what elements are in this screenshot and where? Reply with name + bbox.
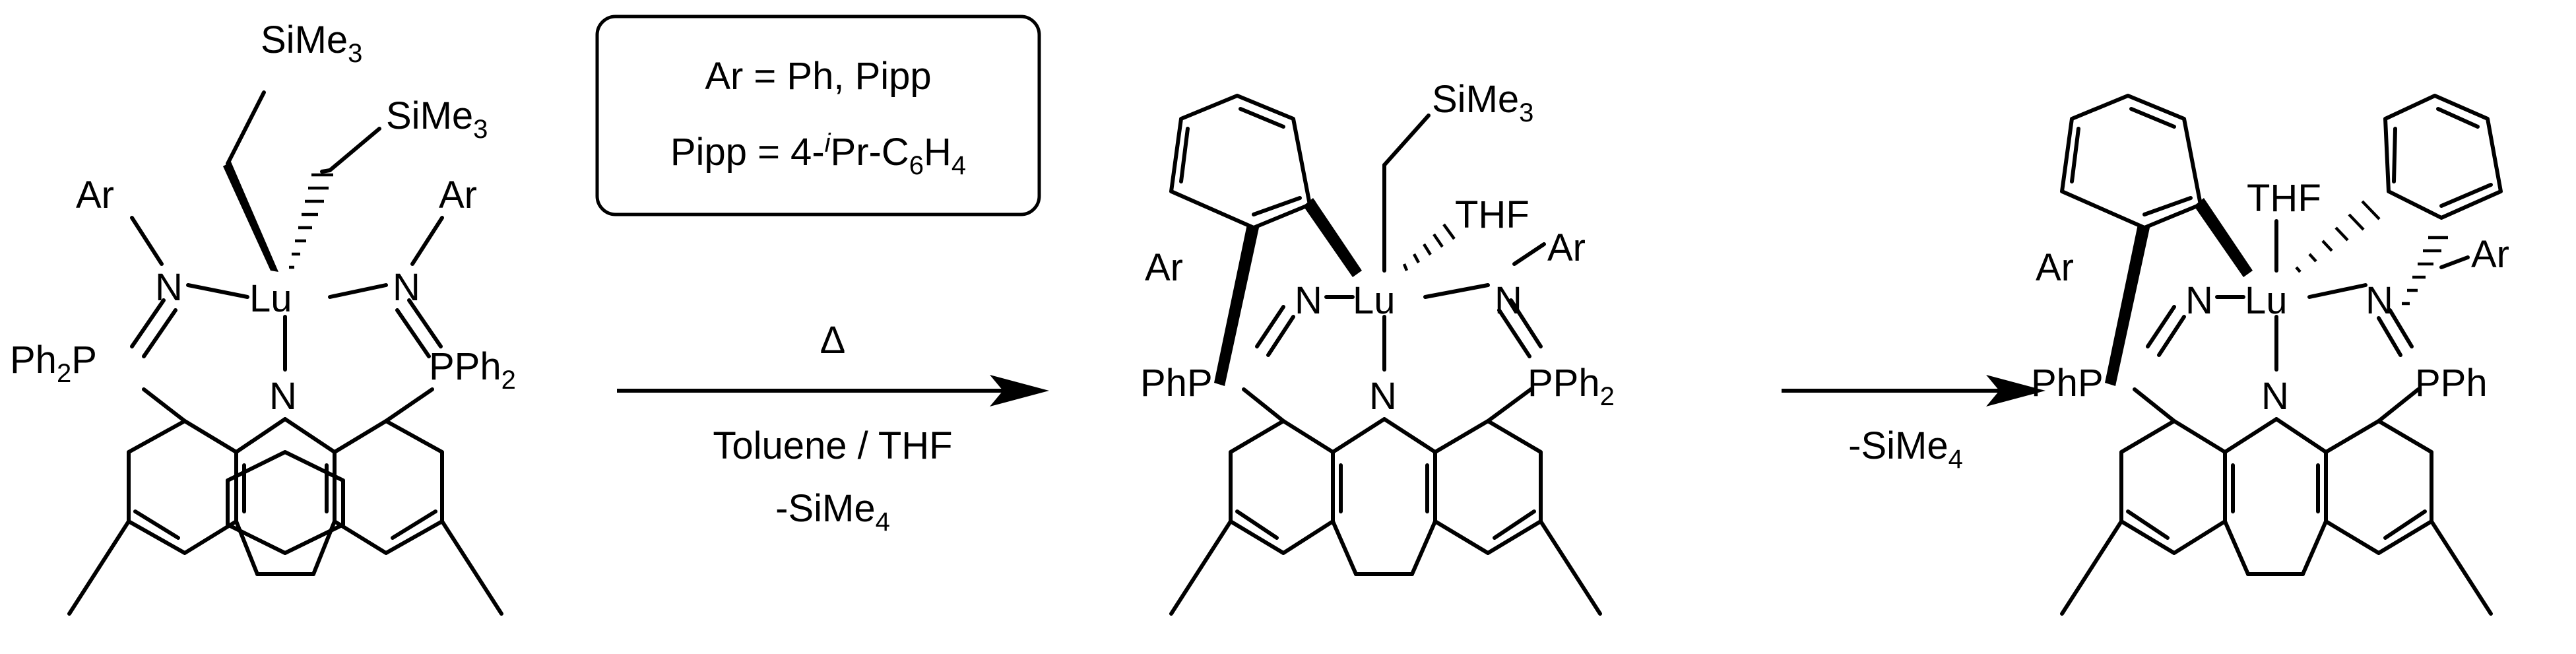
reaction-arrow-1: Δ Toluene / THF -SiMe4: [617, 319, 1049, 537]
c1-ar-right: Ar: [439, 174, 477, 216]
compound-3-bis-metallacycle-product: THF Ar Ar N N Lu N PhP PPh: [2031, 94, 2509, 616]
c2-ar-left: Ar: [1145, 246, 1183, 289]
c3-n-carbazole: N: [2261, 375, 2289, 418]
c1-lu: Lu: [249, 277, 292, 320]
c1-n-right: N: [393, 266, 420, 309]
arrow-1-solvent: Toluene / THF: [713, 424, 952, 467]
reaction-arrow-2: -SiMe4: [1782, 375, 2045, 474]
c2-ar-right: Ar: [1547, 226, 1586, 269]
compound-3-bonds: [2060, 94, 2503, 616]
c2-n-left: N: [1295, 279, 1322, 322]
compound-2-metallacycle-intermediate: SiMe3 THF Ar Ar N N Lu N PhP PPh2: [1140, 78, 1615, 616]
c3-php: PhP: [2031, 362, 2104, 405]
legend-line-1: Ar = Ph, Pipp: [705, 55, 931, 98]
c2-n-carbazole: N: [1369, 375, 1397, 418]
compound-1-bonds: [67, 90, 503, 616]
compound-2-bonds: [1169, 94, 1602, 616]
c2-php: PhP: [1140, 362, 1213, 405]
arrow-1-condition-heat: Δ: [820, 319, 846, 362]
c1-n-left: N: [155, 266, 183, 309]
c1-pph2: PPh2: [429, 345, 516, 395]
c1-sime3-top: SiMe3: [261, 18, 362, 68]
c2-lu: Lu: [1353, 279, 1396, 322]
c2-thf: THF: [1455, 193, 1530, 236]
c3-pph: PPh: [2415, 362, 2488, 405]
c3-ar-left: Ar: [2036, 246, 2074, 289]
c2-pph2: PPh2: [1528, 362, 1615, 411]
c3-thf: THF: [2247, 177, 2321, 220]
compound-1-bis-alkyl-complex: SiMe3 SiMe3 Ar Ar N N Lu N Ph2P PPh2: [10, 18, 516, 616]
arrow-2-byproduct: -SiMe4: [1848, 424, 1963, 474]
c1-ar-left: Ar: [76, 174, 114, 216]
c3-lu: Lu: [2245, 279, 2288, 322]
c2-sime3: SiMe3: [1432, 78, 1533, 127]
c1-ph2p: Ph2P: [10, 339, 97, 388]
c1-sime3-second: SiMe3: [386, 94, 488, 144]
legend-line-2: Pipp = 4-iPr-C6H4: [670, 129, 966, 180]
c2-n-right: N: [1495, 279, 1522, 322]
c3-n-right: N: [2366, 279, 2393, 322]
c1-n-carbazole: N: [269, 375, 297, 418]
c3-n-left: N: [2185, 279, 2213, 322]
c3-ar-right: Ar: [2471, 233, 2509, 276]
legend-box: Ar = Ph, Pipp Pipp = 4-iPr-C6H4: [595, 15, 1041, 216]
arrow-1-byproduct: -SiMe4: [775, 487, 890, 537]
